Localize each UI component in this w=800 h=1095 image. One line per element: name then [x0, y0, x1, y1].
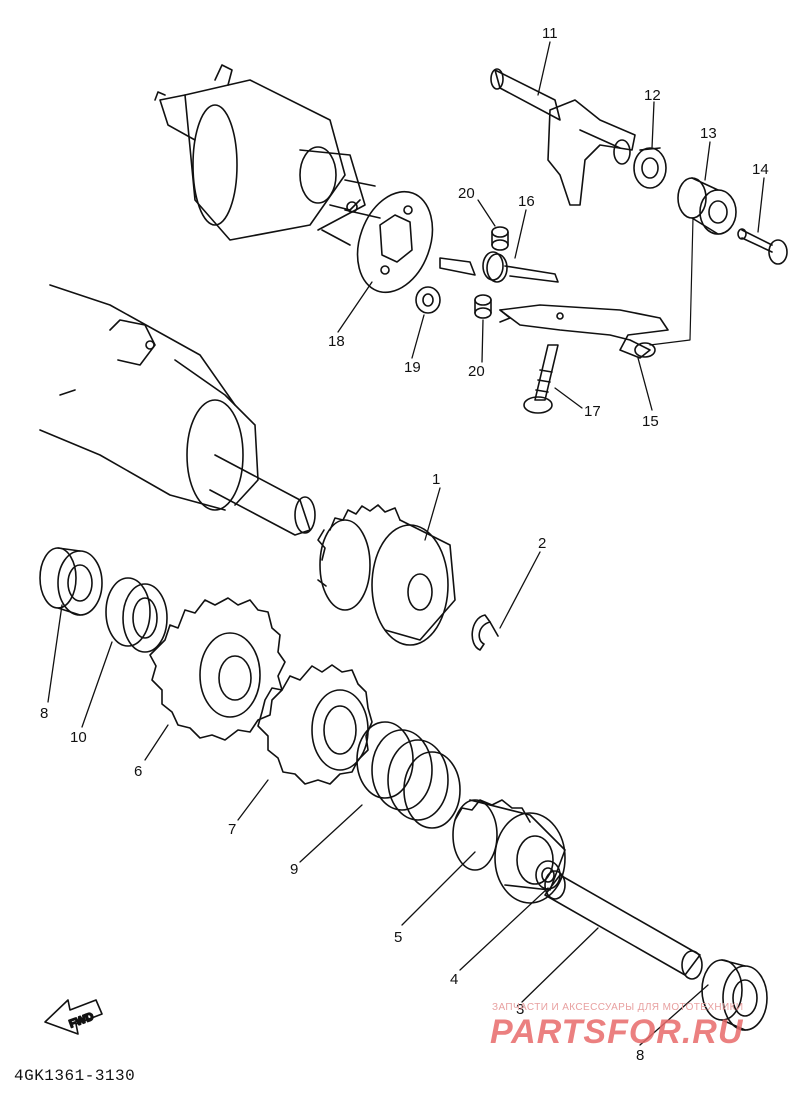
- lever-15: [499, 304, 669, 359]
- bushing-20-top: [491, 226, 509, 251]
- label-8-right: 8: [636, 1047, 644, 1064]
- label-1: 1: [432, 471, 440, 488]
- watermark-logo: PARTSFOR.RU: [490, 1013, 744, 1051]
- label-2: 2: [538, 535, 546, 552]
- label-11: 11: [542, 25, 558, 42]
- leader-13-15: [649, 217, 694, 346]
- label-17: 17: [584, 403, 601, 420]
- label-7: 7: [228, 821, 236, 838]
- washer-12: [633, 147, 667, 189]
- bolt-17: [523, 344, 559, 414]
- spring-9: [356, 721, 461, 829]
- bolt-14: [737, 228, 788, 265]
- label-18: 18: [328, 333, 345, 350]
- label-9: 9: [290, 861, 298, 878]
- bushing-20-bottom: [474, 294, 492, 319]
- gear-7: [257, 664, 373, 785]
- collar-13: [677, 177, 737, 235]
- label-10: 10: [70, 729, 87, 746]
- crankcase-body: [39, 284, 316, 536]
- label-20-top: 20: [458, 185, 475, 202]
- gear-6: [149, 597, 286, 741]
- label-20-bottom: 20: [468, 363, 485, 380]
- shaft-11: [490, 68, 636, 206]
- nut-19: [415, 286, 441, 314]
- gear-5: [452, 799, 566, 904]
- circlip-2: [471, 614, 499, 651]
- part-code: 4GK1361-3130: [14, 1067, 136, 1085]
- label-3: 3: [516, 1001, 524, 1018]
- watermark-tagline: ЗАПЧАСТИ И АКСЕССУАРЫ ДЛЯ МОТОТЕХНИКИ: [492, 1002, 744, 1013]
- plate-18: [356, 190, 434, 294]
- label-14: 14: [752, 161, 769, 178]
- washer-10: [105, 577, 168, 653]
- label-16: 16: [518, 193, 535, 210]
- label-15: 15: [642, 413, 659, 430]
- label-4: 4: [450, 971, 458, 988]
- part-labels: 1 2 3 4 5 6 7 8 8 9 10 11 12 13 14 15 16…: [40, 25, 769, 1064]
- label-6: 6: [134, 763, 142, 780]
- starter-motor: [154, 64, 381, 246]
- leader-lines: [47, 41, 765, 1046]
- spring-16: [439, 251, 559, 283]
- label-13: 13: [700, 125, 717, 142]
- label-8-left: 8: [40, 705, 48, 722]
- label-19: 19: [404, 359, 421, 376]
- label-12: 12: [644, 87, 661, 104]
- shaft-3: [544, 870, 703, 980]
- fwd-arrow-icon: FWD: [44, 999, 103, 1035]
- label-5: 5: [394, 929, 402, 946]
- fwd-label: FWD: [68, 1011, 96, 1031]
- gear-1: [317, 504, 456, 646]
- bearing-8-left: [39, 547, 103, 616]
